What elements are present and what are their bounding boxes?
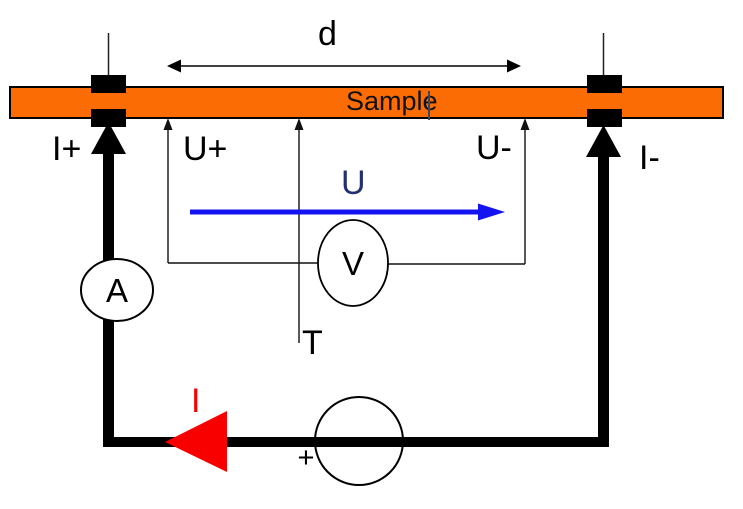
u-plus-label: U+ (183, 130, 228, 168)
temperature-label: T (302, 324, 323, 362)
distance-arrow (167, 59, 521, 73)
voltage-direction-label: U (341, 164, 366, 202)
distance-arrow-left-head-icon (167, 59, 181, 73)
ammeter-circle (80, 258, 154, 322)
u-plus-probe-arrowhead-icon (163, 118, 173, 130)
i-minus-label: I- (639, 139, 660, 177)
left-contact-upper-block (91, 75, 126, 93)
temperature-probe-arrowhead-icon (294, 118, 304, 130)
i-plus-label: I+ (52, 130, 82, 168)
distance-label: d (318, 15, 337, 53)
sample-label[interactable]: Sample (346, 86, 438, 116)
voltmeter-label: V (341, 244, 364, 282)
u-minus-probe-arrowhead-icon (520, 118, 530, 130)
voltmeter-circle (317, 219, 389, 307)
left-contact-lower-block (91, 109, 126, 127)
right-circuit-wire (598, 153, 609, 447)
current-in-arrowhead-icon (91, 122, 126, 154)
distance-arrow-right-head-icon (507, 59, 521, 73)
ammeter-label: A (105, 271, 128, 309)
voltage-direction-arrowhead-icon (478, 203, 505, 221)
bottom-circuit-wire (103, 437, 609, 447)
text-cursor (428, 91, 430, 120)
current-direction-label: I (191, 382, 201, 420)
current-direction-arrow-icon (165, 411, 227, 472)
right-contact-lower-block (587, 109, 622, 127)
current-source-circle (314, 396, 404, 486)
right-contact-upper-block (587, 75, 622, 93)
u-minus-label: U- (476, 129, 512, 167)
source-polarity-label: + (297, 441, 315, 474)
current-out-arrowhead-icon (586, 125, 621, 157)
